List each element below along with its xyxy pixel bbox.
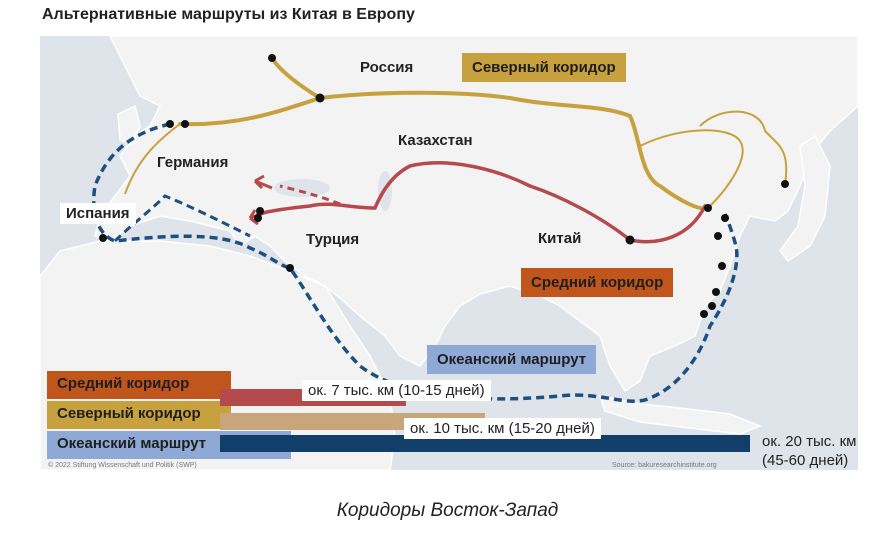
node-suez [286, 264, 294, 272]
map-tag-middle-corridor: Средний коридор [521, 268, 674, 297]
label-kazakhstan: Казахстан [398, 132, 473, 149]
node-port-d [708, 302, 716, 310]
node-rotterdam [166, 120, 174, 128]
node-port-b [718, 262, 726, 270]
route-map [40, 36, 858, 470]
britain-land [117, 104, 141, 145]
map-tag-ocean-route: Океанский маршрут [427, 345, 597, 374]
ocean-route-line [92, 122, 739, 403]
node-madrid [99, 234, 107, 242]
north-route-branch [270, 56, 322, 100]
distance-ocean-line2: (45-60 дней) [762, 452, 849, 469]
distance-middle-label: ок. 7 тыс. км (10-15 дней) [302, 380, 491, 401]
middle-route-dashed [279, 184, 341, 206]
label-germany: Германия [157, 154, 229, 171]
node-xian [625, 235, 635, 245]
north-route-line [178, 90, 710, 211]
figure-caption: Коридоры Восток-Запад [336, 500, 559, 521]
japan-land [779, 134, 831, 263]
label-china: Китай [538, 230, 582, 247]
route-nodes [99, 54, 789, 318]
middle-route-arrow-a [253, 174, 273, 190]
north-route-thin-b [699, 110, 788, 185]
node-tianjin [721, 214, 729, 222]
node-moscow [315, 93, 325, 103]
node-athens [254, 214, 262, 222]
node-hamburg [181, 120, 189, 128]
map-title: Альтернативные маршруты из Китая в Европ… [42, 6, 415, 23]
north-route-thin-a [639, 129, 744, 207]
node-port-a [714, 232, 722, 240]
legend-north-corridor: Северный коридор [47, 401, 231, 429]
black-sea [274, 179, 330, 197]
ocean-route-europe-loop [113, 194, 251, 243]
node-istanbul [256, 207, 264, 215]
node-port-c [712, 288, 720, 296]
label-spain: Испания [60, 203, 136, 224]
copyright-note: © 2022 Stiftung Wissenschaft und Politik… [48, 462, 197, 469]
distance-ocean-label: ок. 20 тыс. км (45-60 дней) [762, 432, 856, 470]
distance-north-label: ок. 10 тыс. км (15-20 дней) [404, 418, 601, 439]
node-port-e [700, 310, 708, 318]
map-tag-north-corridor: Северный коридор [462, 53, 626, 82]
node-beijing [704, 204, 712, 212]
distance-ocean-line1: ок. 20 тыс. км [762, 433, 857, 450]
label-turkey: Турция [306, 231, 360, 248]
label-russia: Россия [360, 59, 414, 76]
legend-middle-corridor: Средний коридор [47, 371, 231, 399]
north-route-thin-c [124, 123, 181, 195]
node-vladivostok [781, 180, 789, 188]
source-note: Source: bakuresearchinstitute.org [612, 462, 717, 469]
indonesia-land [598, 395, 763, 435]
distance-bar-ocean [220, 435, 750, 452]
node-st-petersburg [268, 54, 276, 62]
